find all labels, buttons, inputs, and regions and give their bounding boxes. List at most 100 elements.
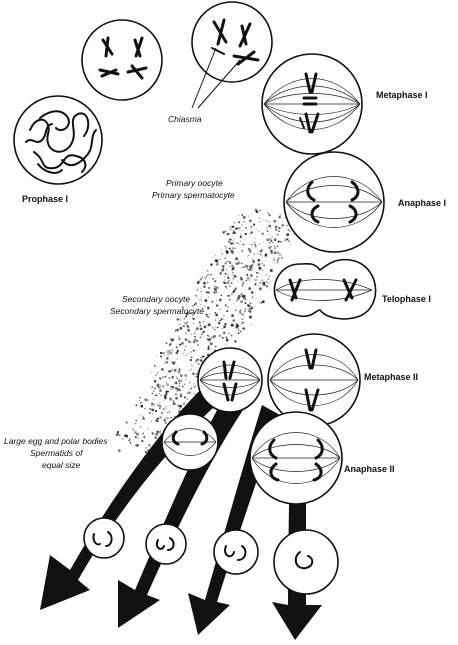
speckle-dot — [248, 305, 251, 308]
speckle-dot — [178, 336, 179, 337]
speckle-dot — [250, 324, 251, 325]
speckle-dot — [209, 277, 210, 278]
speckle-dot — [201, 333, 203, 335]
speckle-dot — [250, 266, 252, 268]
speckle-dot — [199, 325, 201, 327]
speckle-dot — [189, 370, 190, 371]
speckle-dot — [225, 304, 227, 306]
speckle-dot — [228, 333, 229, 334]
speckle-dot — [262, 300, 265, 303]
speckle-dot — [262, 255, 263, 256]
speckle-dot — [242, 295, 245, 298]
speckle-dot — [207, 335, 209, 337]
speckle-dot — [222, 265, 225, 268]
speckle-dot — [172, 368, 173, 369]
speckle-dot — [241, 314, 242, 315]
speckle-dot — [135, 436, 137, 438]
speckle-dot — [200, 328, 203, 331]
speckle-dot — [187, 326, 190, 329]
label-secondary-spermatocyte: Secondary spermatocyte — [110, 306, 204, 316]
speckle-dot — [240, 236, 242, 238]
speckle-dot — [168, 391, 170, 393]
speckle-dot — [174, 383, 175, 384]
speckle-dot — [194, 339, 197, 342]
speckle-dot — [234, 248, 235, 249]
speckle-dot — [178, 323, 180, 325]
speckle-dot — [227, 247, 228, 248]
speckle-dot — [204, 299, 207, 302]
speckle-dot — [151, 386, 154, 389]
speckle-dot — [175, 393, 177, 395]
speckle-dot — [233, 222, 235, 224]
speckle-dot — [225, 246, 226, 247]
speckle-dot — [229, 248, 231, 250]
speckle-dot — [194, 386, 196, 388]
speckle-dot — [250, 308, 252, 310]
speckle-dot — [261, 259, 262, 260]
speckle-dot — [168, 370, 170, 372]
speckle-dot — [117, 431, 119, 433]
speckle-dot — [165, 361, 168, 364]
speckle-dot — [196, 327, 199, 330]
speckle-dot — [216, 291, 218, 293]
speckle-dot — [188, 353, 189, 354]
speckle-dot — [257, 253, 258, 254]
speckle-dot — [199, 321, 201, 323]
speckle-dot — [194, 332, 196, 334]
speckle-dot — [238, 281, 239, 282]
speckle-dot — [183, 318, 185, 320]
speckle-dot — [238, 221, 240, 223]
speckle-dot — [139, 397, 141, 399]
speckle-dot — [278, 257, 280, 259]
speckle-dot — [196, 296, 197, 297]
speckle-dot — [241, 293, 243, 295]
speckle-dot — [164, 355, 165, 356]
speckle-dot — [226, 250, 229, 253]
speckle-dot — [233, 230, 234, 231]
speckle-dot — [158, 419, 159, 420]
speckle-dot — [232, 320, 234, 322]
speckle-dot — [261, 263, 263, 265]
speckle-dot — [154, 387, 157, 390]
speckle-dot — [186, 355, 187, 356]
speckle-dot — [191, 348, 192, 349]
speckle-dot — [219, 308, 221, 310]
label-telophase-1: Telophase I — [382, 294, 431, 304]
speckle-dot — [180, 389, 181, 390]
speckle-dot — [246, 280, 248, 282]
speckle-dot — [247, 268, 248, 269]
speckle-dot — [259, 243, 260, 244]
speckle-dot — [224, 257, 226, 259]
speckle-dot — [241, 323, 242, 324]
speckle-dot — [223, 331, 226, 334]
speckle-dot — [195, 303, 197, 305]
speckle-dot — [238, 227, 240, 229]
speckle-dot — [156, 355, 157, 356]
speckle-dot — [240, 240, 242, 242]
speckle-dot — [166, 383, 169, 386]
speckle-dot — [232, 242, 234, 244]
speckle-dot — [247, 268, 249, 270]
speckle-dot — [185, 338, 187, 340]
speckle-dot — [145, 451, 147, 453]
speckle-dot — [143, 436, 145, 438]
speckle-dot — [252, 260, 255, 263]
speckle-dot — [259, 302, 260, 303]
speckle-dot — [219, 334, 221, 336]
speckle-dot — [180, 374, 183, 377]
speckle-dot — [222, 328, 223, 329]
speckle-dot — [247, 230, 248, 231]
speckle-dot — [193, 383, 194, 384]
speckle-dot — [214, 329, 216, 331]
speckle-dot — [255, 209, 258, 212]
speckle-dot — [259, 210, 260, 211]
speckle-dot — [239, 311, 240, 312]
cell-anaphase-1 — [284, 152, 384, 252]
speckle-dot — [231, 314, 234, 317]
speckle-dot — [191, 387, 192, 388]
speckle-dot — [156, 433, 159, 436]
speckle-dot — [209, 314, 210, 315]
speckle-dot — [215, 314, 218, 317]
speckle-dot — [191, 365, 192, 366]
